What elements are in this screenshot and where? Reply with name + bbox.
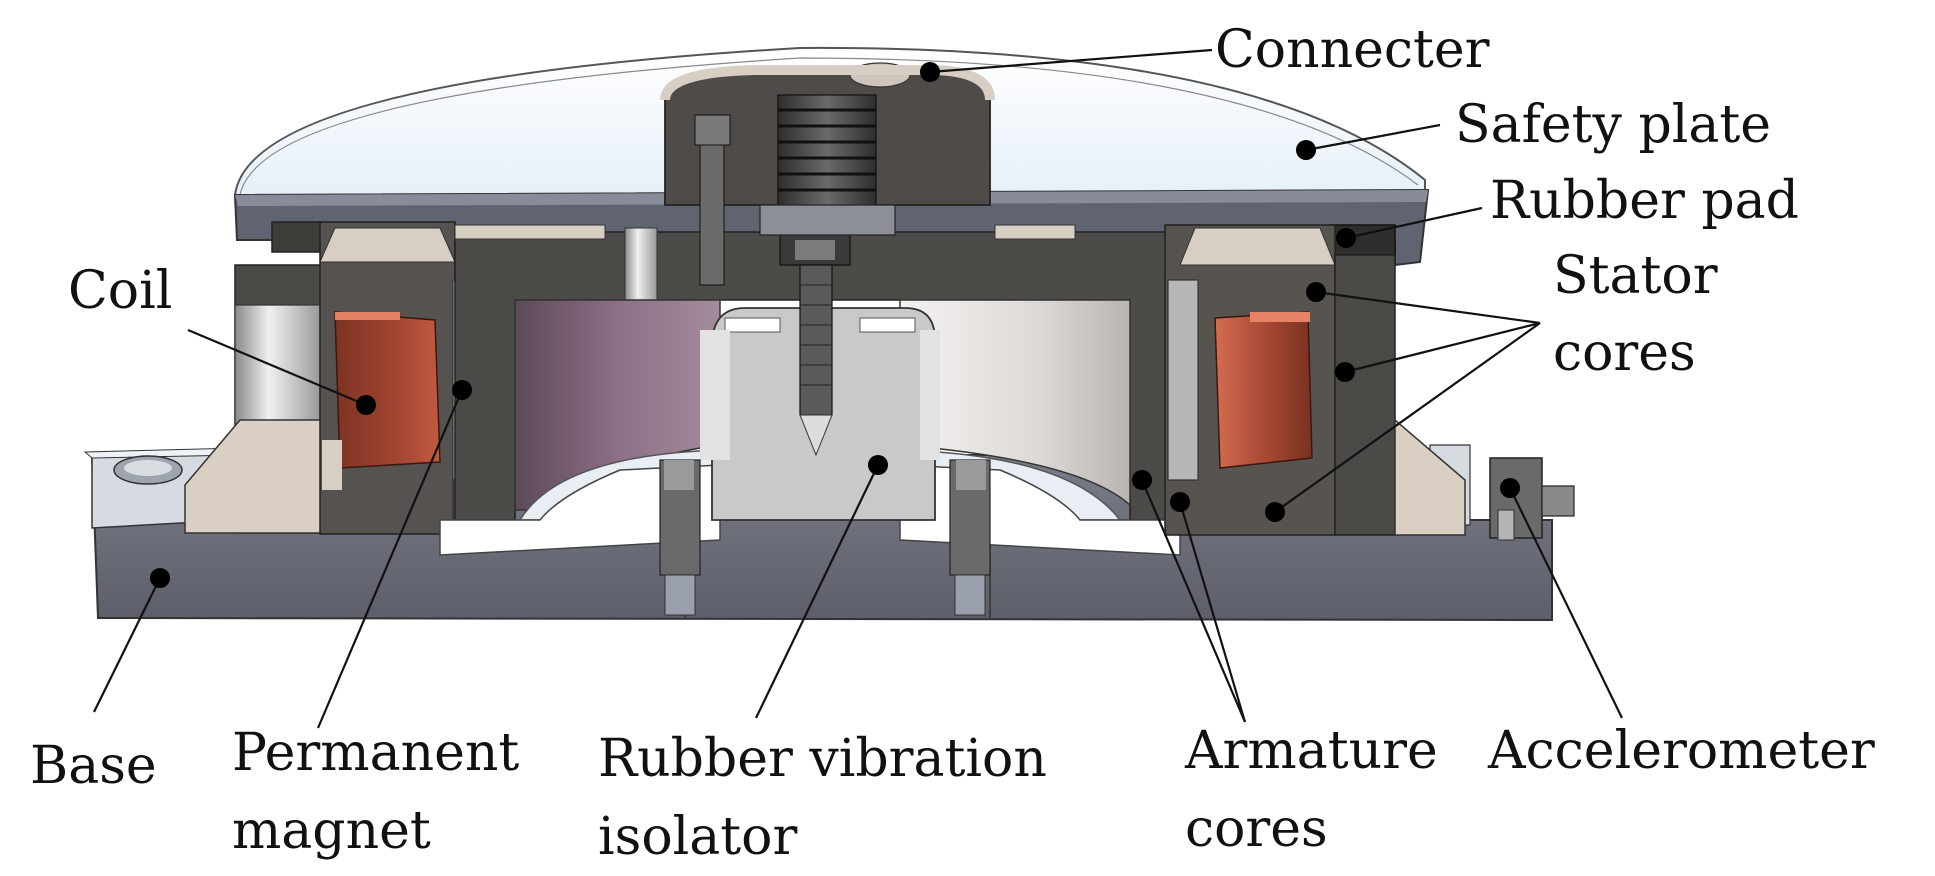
stator-core-marker-2: [1335, 362, 1355, 382]
safety-plate-marker: [1296, 140, 1316, 160]
base-label: Base: [30, 736, 157, 796]
marker-dots: [150, 62, 1520, 588]
connecter-label: Connecter: [1215, 20, 1490, 80]
stator-core-marker-1: [1306, 282, 1326, 302]
armature-core-marker-1: [1132, 470, 1152, 490]
rubber-vibration-isolator-label-line2: isolator: [598, 807, 797, 867]
accelerometer-part: [1489, 457, 1575, 541]
leader-lines: [93, 48, 1623, 729]
lower-bolts: [659, 459, 991, 616]
central-screw: [779, 229, 851, 457]
safety-plate-label: Safety plate: [1455, 95, 1771, 155]
armature-cores-label-line1: Armature: [1184, 721, 1438, 781]
permanent-magnet-label-line2: magnet: [232, 801, 431, 861]
left-housing-part: [184, 221, 486, 535]
stator-core-marker-3: [1265, 502, 1285, 522]
coil-marker: [356, 395, 376, 415]
rubber-pad-label: Rubber pad: [1490, 171, 1799, 231]
armature-core-marker-2: [1170, 492, 1190, 512]
coil-label: Coil: [68, 261, 172, 321]
rubber-vibration-isolator-label-line1: Rubber vibration: [598, 729, 1047, 789]
right-housing-part: [1164, 224, 1466, 536]
armature-cores-label-line2: cores: [1185, 799, 1328, 859]
connecter-marker: [920, 62, 940, 82]
base-marker: [150, 568, 170, 588]
accelerometer-marker: [1500, 478, 1520, 498]
permanent-magnet-marker: [452, 380, 472, 400]
rubber-pad-marker: [1336, 228, 1356, 248]
rubber-vibration-isolator-marker: [868, 455, 888, 475]
stator-cores-label-line2: cores: [1553, 323, 1696, 383]
callout-labels: Connecter Safety plate Rubber pad Stator…: [30, 20, 1875, 867]
permanent-magnet-label-line1: Permanent: [232, 723, 519, 783]
accelerometer-label: Accelerometer: [1487, 721, 1875, 781]
stator-cores-label-line1: Stator: [1553, 246, 1718, 306]
connecter-part: [660, 62, 995, 286]
